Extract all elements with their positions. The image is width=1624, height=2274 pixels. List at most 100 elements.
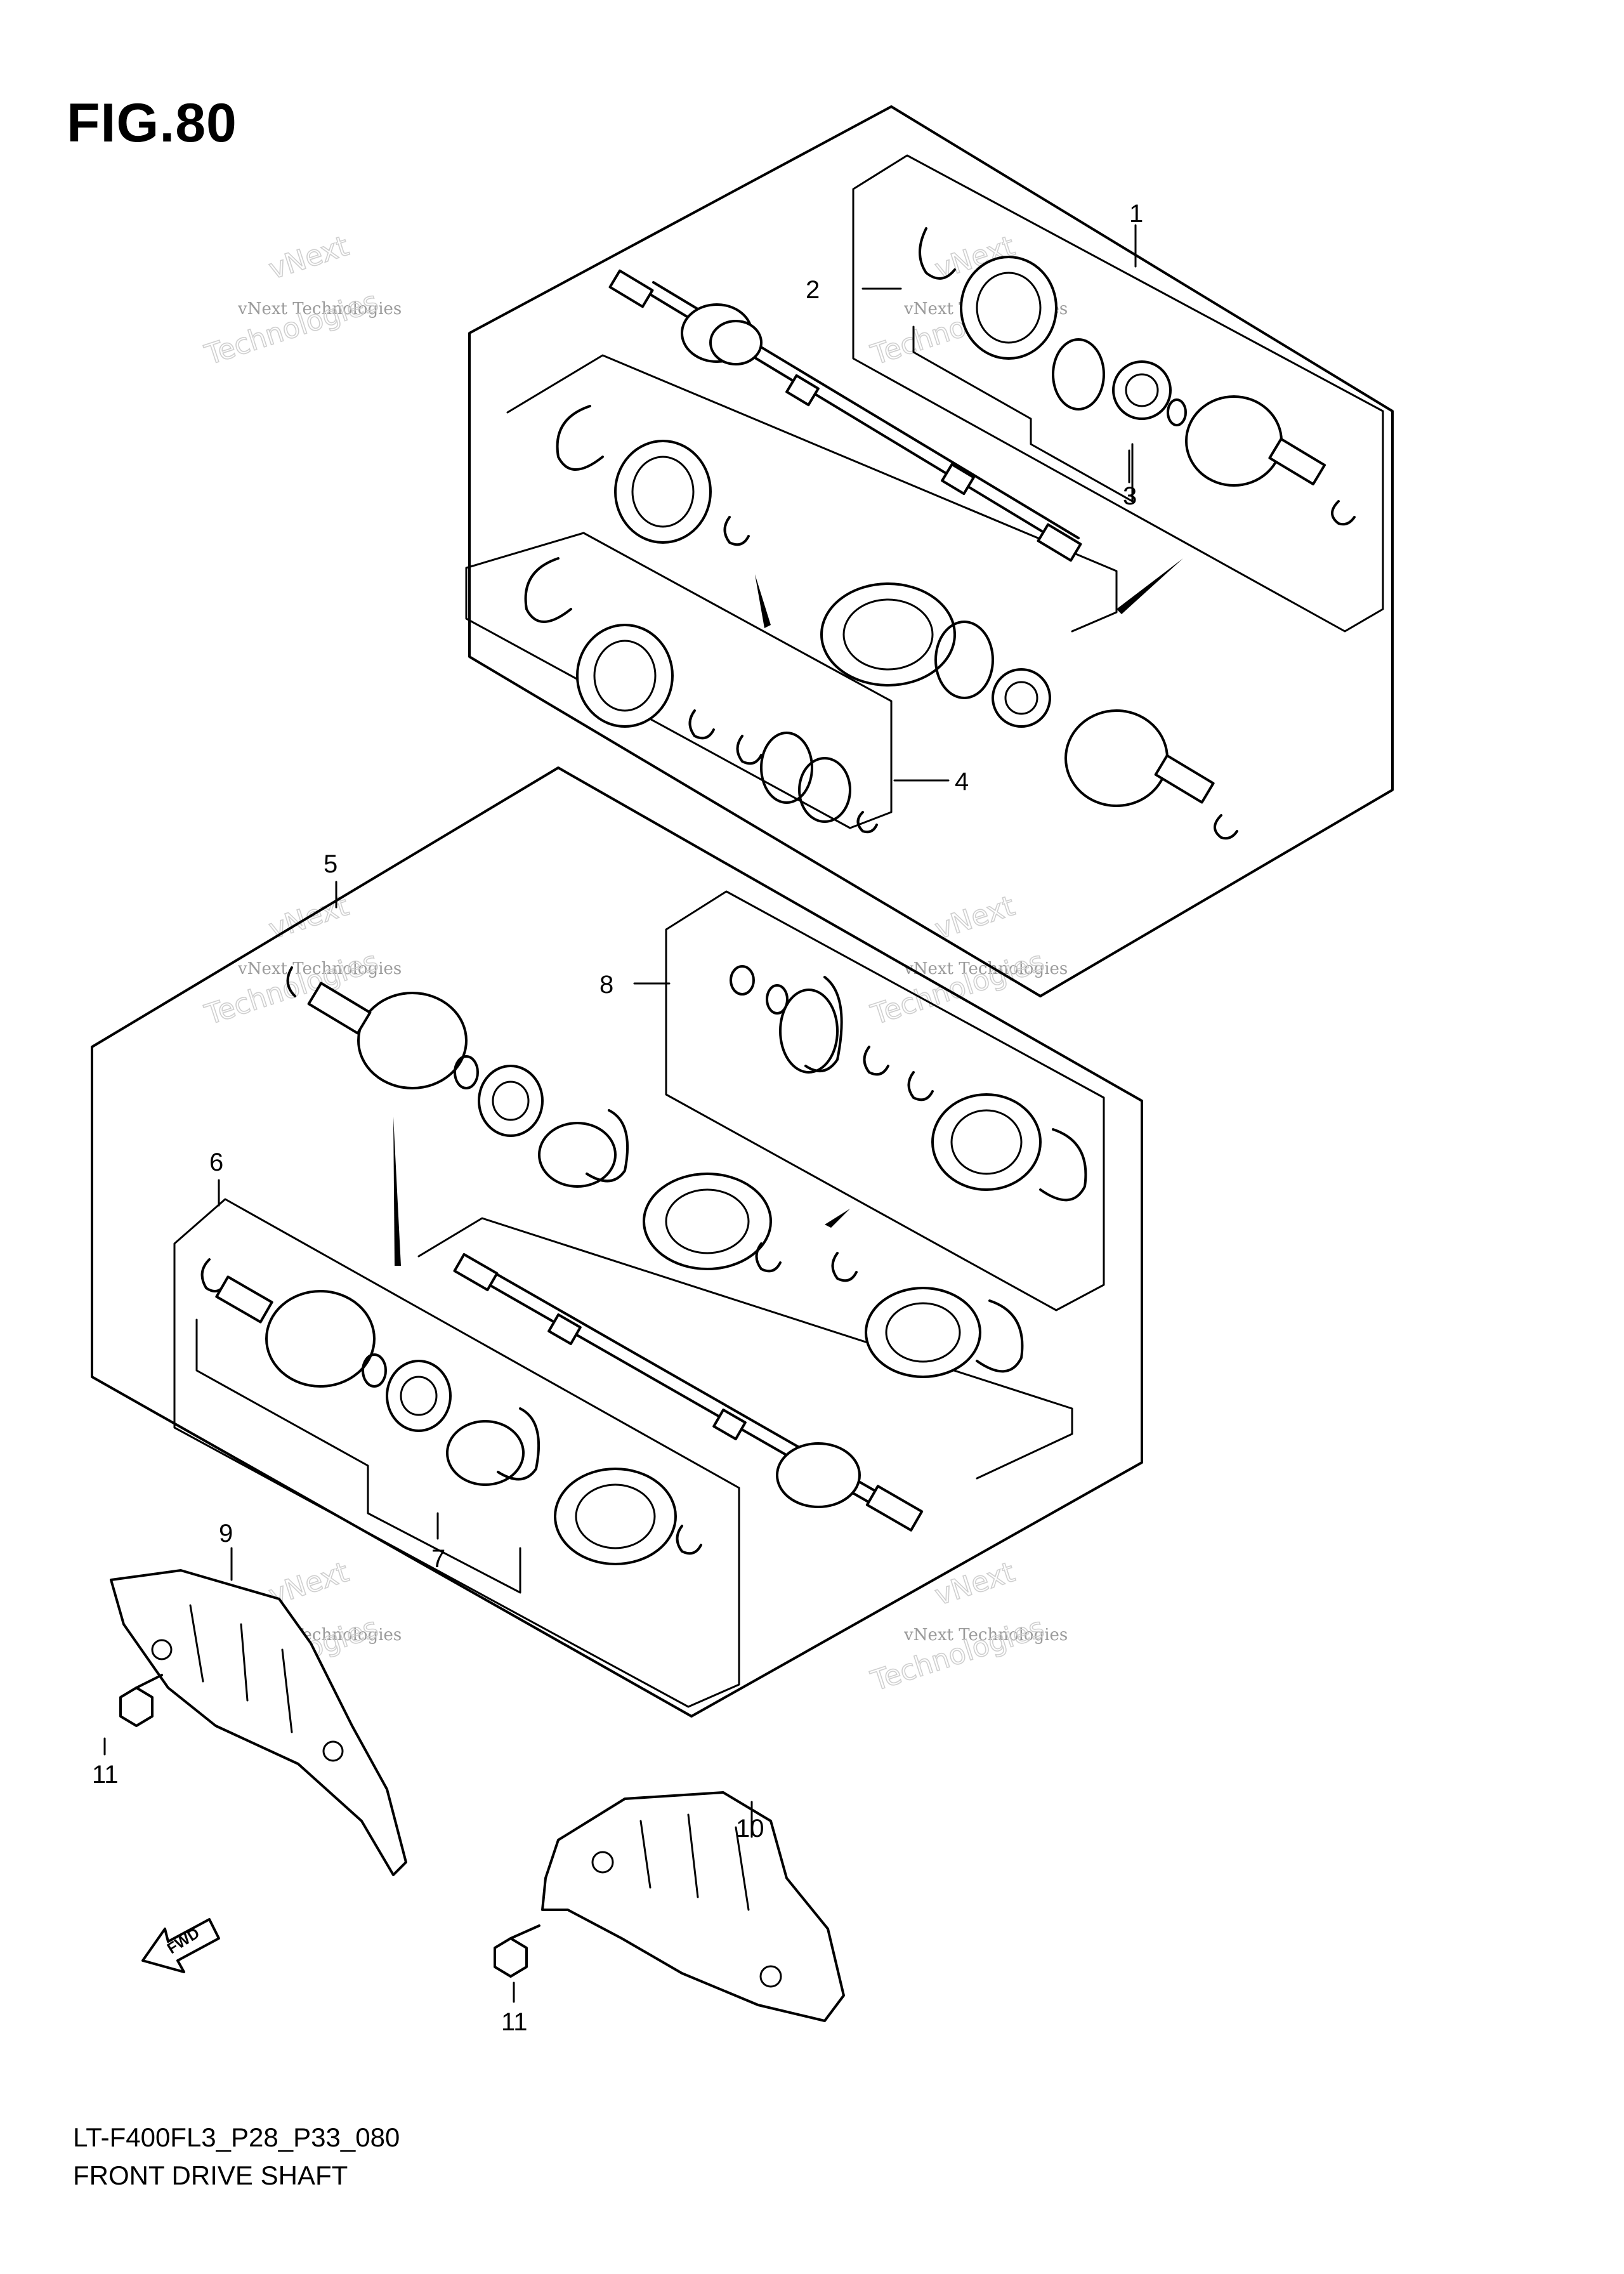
lower-assembly: 5 6 7 8	[91, 766, 1143, 1718]
guards-group: 9 10 11 11	[92, 1520, 845, 2036]
kit-4-outline	[465, 532, 893, 829]
snap-ring	[454, 1055, 479, 1089]
cv-boot	[576, 624, 674, 728]
cv-boot-fold	[593, 640, 657, 712]
bearing-cage	[992, 668, 1051, 728]
shaft-spline-end	[608, 269, 654, 308]
outer-cv-joint	[1185, 395, 1283, 487]
front-guard-right	[541, 1791, 845, 2022]
cv-boot-large	[820, 582, 956, 687]
watermark-vnext: vNext	[931, 1556, 1019, 1612]
boot-clamp-small	[863, 1046, 889, 1076]
bolt-icon	[119, 1674, 163, 1727]
kit-3-bracket	[912, 325, 1134, 503]
shaft-collar	[712, 1409, 747, 1440]
boot-clamp-small	[831, 1252, 858, 1282]
guard-bolt-hole	[591, 1851, 614, 1874]
inboard-stub	[215, 1275, 273, 1324]
kit-8-outline	[665, 890, 1105, 1311]
cv-boot	[614, 440, 712, 544]
cv-boot-fold	[976, 272, 1042, 344]
callout-11: 11	[501, 2008, 528, 2036]
boot-clamp	[804, 976, 843, 1072]
cv-boot	[931, 1093, 1042, 1191]
watermark-technologies: Technologies	[201, 286, 383, 372]
cv-boot-fold	[575, 1483, 656, 1549]
lower-shaft-bracket	[417, 1217, 1073, 1480]
boot-clamp-small	[688, 709, 715, 740]
callout-3: 3	[1123, 482, 1137, 510]
bolt-icon	[494, 1924, 540, 1978]
watermark-technologies: Technologies	[867, 1612, 1049, 1698]
boot-clamp-small	[755, 1242, 782, 1273]
circlip	[856, 811, 878, 834]
callout-7: 7	[431, 1545, 445, 1573]
shaft-collar	[785, 374, 820, 407]
boot-clamp-ring	[760, 732, 813, 804]
callout-1: 1	[1129, 200, 1143, 228]
cv-boot-fold	[631, 456, 695, 528]
boot-clamp	[497, 1407, 540, 1481]
boot-clamp	[1039, 1128, 1087, 1202]
guard-bolt-hole	[151, 1639, 173, 1660]
boot-clamp	[524, 557, 572, 623]
callout-11: 11	[92, 1761, 119, 1789]
boot-clamp-small	[676, 1525, 702, 1555]
boot-clamp-ring	[538, 1122, 617, 1188]
figure-title: FIG.80	[67, 93, 237, 154]
callout-5: 5	[324, 850, 337, 878]
assembly-arrow	[393, 1117, 401, 1266]
bearing-cage	[1112, 360, 1172, 420]
cv-boot-fold	[665, 1188, 750, 1254]
cv-boot	[554, 1468, 677, 1565]
shaft-boot	[776, 1442, 861, 1508]
inboard-joint-ring	[709, 320, 763, 365]
shaft-collar	[941, 463, 975, 496]
bearing-cage-inner	[492, 1081, 530, 1121]
bearing-cage-inner	[1004, 681, 1038, 715]
boot-clamp-ring	[1052, 338, 1105, 411]
bearing-cage-inner	[400, 1376, 438, 1416]
watermark-text: vNext Technologies	[237, 959, 402, 978]
snap-ring	[1167, 398, 1187, 426]
outer-cv-stub	[1154, 754, 1215, 804]
shaft-spline-end	[865, 1485, 924, 1532]
bearing-cage-inner	[1125, 373, 1159, 407]
lower-assembly-outline	[91, 766, 1143, 1718]
inboard-stub	[307, 982, 372, 1035]
cv-boot	[865, 1287, 981, 1378]
circlip	[200, 1258, 223, 1292]
callout-4: 4	[955, 768, 969, 796]
watermark-text: vNext Technologies	[237, 299, 402, 319]
cv-boot-fold	[950, 1109, 1023, 1175]
circlip	[286, 966, 296, 997]
boot-clamp-ring	[446, 1420, 525, 1486]
cv-boot-fold	[842, 598, 934, 671]
circlip	[1214, 814, 1238, 840]
guard-bolt-hole	[759, 1965, 782, 1988]
guard-bolt-hole	[322, 1740, 344, 1762]
boot-clamp-ring	[779, 989, 839, 1074]
model-code: LT-F400FL3_P28_P33_080	[73, 2122, 400, 2152]
bearing-cage	[386, 1360, 452, 1432]
assembly-arrow	[755, 574, 771, 628]
upper-assembly: 1 2 3 4	[465, 105, 1394, 997]
cv-boot	[643, 1173, 772, 1270]
shaft-collar	[547, 1313, 582, 1345]
arrow-left-down-icon: FWD	[141, 1918, 220, 1973]
snap-ring	[766, 984, 789, 1015]
callout-9: 9	[219, 1520, 233, 1548]
circlip	[730, 965, 755, 996]
boot-clamp-ring	[934, 621, 994, 699]
watermark-vnext: vNext	[265, 230, 353, 286]
assembly-arrow	[825, 1209, 850, 1228]
cv-boot-fold	[885, 1302, 961, 1363]
kit-1-outline	[852, 154, 1384, 633]
boot-clamp	[556, 405, 604, 471]
callout-10: 10	[736, 1815, 764, 1843]
bearing-cage	[478, 1065, 544, 1137]
callout-8: 8	[599, 971, 613, 999]
upper-assembly-outline	[468, 105, 1394, 997]
assembly-arrow	[1116, 558, 1183, 614]
